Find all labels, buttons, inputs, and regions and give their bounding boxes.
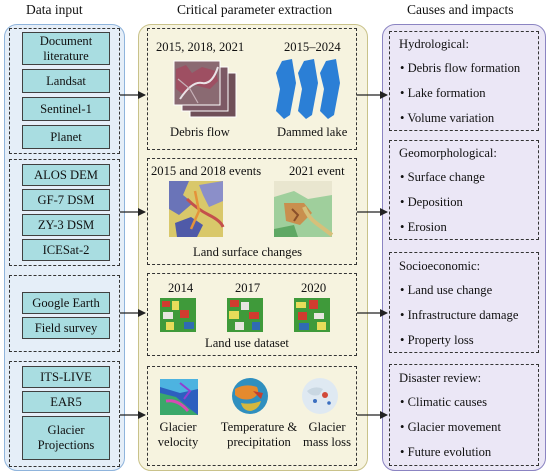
- input-planet: Planet: [22, 125, 110, 149]
- bullet-item: • Climatic causes: [400, 395, 487, 409]
- impact-group-geomorphological: Geomorphological: • Surface change • Dep…: [389, 140, 539, 240]
- glacier-mass-loss-globe: [302, 378, 338, 414]
- bullet-item: • Future evolution: [400, 445, 492, 459]
- debris-flow-years: 2015, 2018, 2021: [156, 40, 245, 54]
- input-icesat2: ICESat-2: [22, 239, 110, 261]
- input-gf7-dsm: GF-7 DSM: [22, 189, 110, 211]
- dammed-lake-label: Dammed lake: [277, 125, 348, 139]
- input-alos-dem: ALOS DEM: [22, 164, 110, 186]
- header-causes-and-impacts: Causes and impacts: [407, 2, 514, 17]
- dammed-lake-years: 2015–2024: [284, 40, 341, 54]
- event-2021-label: 2021 event: [289, 164, 345, 178]
- land-use-year-2014: 2014: [168, 281, 194, 295]
- bullet-item: • Surface change: [400, 170, 485, 184]
- input-landsat: Landsat: [22, 69, 110, 93]
- disaster-review-title: Disaster review:: [399, 371, 482, 385]
- land-use-map-2014: [160, 298, 196, 332]
- bullet-item: • Volume variation: [400, 111, 495, 125]
- land-use-map-2017: [227, 298, 263, 332]
- temperature-precipitation-label: Temperature & precipitation: [220, 420, 298, 449]
- debris-flow-label: Debris flow: [170, 125, 230, 139]
- header-data-input: Data input: [26, 2, 83, 17]
- land-surface-changes-caption: Land surface changes: [193, 245, 303, 259]
- extraction-panel-land-surface: 2015 and 2018 events 2021 event Land sur…: [147, 158, 357, 265]
- input-glacier-projections: Glacier Projections: [22, 416, 110, 460]
- hydrological-title: Hydrological:: [399, 37, 469, 51]
- input-document-literature: Document literature: [22, 32, 110, 65]
- bullet-item: • Land use change: [400, 283, 493, 297]
- header-critical-parameter-extraction: Critical parameter extraction: [177, 2, 333, 17]
- bullet-item: • Property loss: [400, 333, 474, 347]
- land-use-year-2020: 2020: [301, 281, 327, 295]
- impact-group-disaster-review: Disaster review: • Climatic causes • Gla…: [389, 364, 539, 466]
- land-surface-map-2015-2018: [169, 181, 225, 237]
- events-2015-2018-label: 2015 and 2018 events: [151, 164, 262, 178]
- glacier-velocity-map: [160, 379, 198, 415]
- impacts-panel: [382, 24, 546, 471]
- input-group-climate: ITS-LIVE EAR5 Glacier Projections: [9, 361, 120, 467]
- impact-group-hydrological: Hydrological: • Debris flow formation • …: [389, 31, 539, 131]
- geomorphological-title: Geomorphological:: [399, 146, 497, 160]
- input-sentinel-1: Sentinel-1: [22, 97, 110, 121]
- land-use-map-2020: [294, 298, 330, 332]
- extraction-panel-land-use: 2014 2017 2020 Land use dataset: [147, 273, 357, 356]
- bullet-item: • Deposition: [400, 195, 463, 209]
- glacier-velocity-label: Glacier velocity: [157, 420, 199, 449]
- input-field-survey: Field survey: [22, 317, 110, 339]
- input-google-earth: Google Earth: [22, 292, 110, 314]
- extraction-panel-hydro: 2015, 2018, 2021 2015–2024 Debris flow D…: [147, 28, 357, 150]
- input-ear5: EAR5: [22, 391, 110, 413]
- extraction-panel-climate: Glacier velocity Temperature & precipita…: [147, 366, 357, 466]
- debris-flow-image-stack: [173, 60, 237, 118]
- input-its-live: ITS-LIVE: [22, 366, 110, 388]
- input-group-topography: ALOS DEM GF-7 DSM ZY-3 DSM ICESat-2: [9, 159, 120, 266]
- input-group-remote-sensing: Document literature Landsat Sentinel-1 P…: [9, 28, 120, 154]
- bullet-item: • Glacier movement: [400, 420, 501, 434]
- land-surface-map-2021: [274, 181, 334, 237]
- land-use-dataset-caption: Land use dataset: [205, 336, 289, 350]
- bullet-item: • Lake formation: [400, 86, 486, 100]
- bullet-item: • Erosion: [400, 220, 447, 234]
- land-use-year-2017: 2017: [235, 281, 261, 295]
- input-group-land-use: Google Earth Field survey: [9, 275, 120, 352]
- bullet-item: • Debris flow formation: [400, 61, 521, 75]
- temperature-precipitation-globe: [232, 378, 268, 414]
- socioeconomic-title: Socioeconomic:: [399, 259, 481, 273]
- bullet-item: • Infrastructure damage: [400, 308, 519, 322]
- glacier-mass-loss-label: Glacier mass loss: [303, 420, 351, 449]
- impact-group-socioeconomic: Socioeconomic: • Land use change • Infra…: [389, 252, 539, 353]
- input-zy3-dsm: ZY-3 DSM: [22, 214, 110, 236]
- dammed-lake-shapes: [276, 59, 340, 119]
